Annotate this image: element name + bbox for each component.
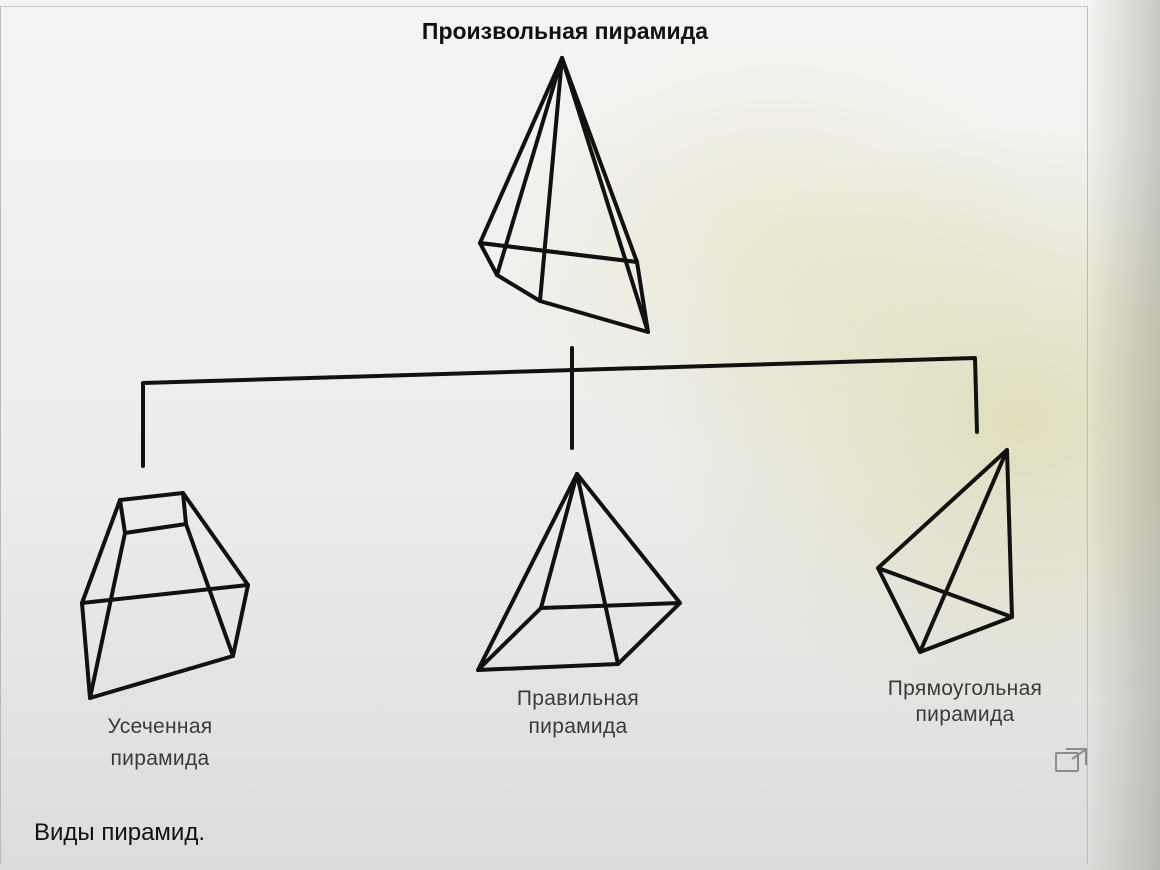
truncated-label-line-2: пирамида — [110, 747, 210, 770]
truncated-pyramid-drawing — [80, 491, 250, 700]
regular-label-line-2: пирамида — [528, 715, 628, 738]
figure-caption: Виды пирамид. — [34, 819, 206, 846]
connector-lines — [141, 346, 979, 468]
rectangular-label-line-2: пирамида — [915, 703, 1015, 726]
expand-icon[interactable] — [1052, 745, 1092, 777]
arbitrary-pyramid-drawing — [478, 56, 650, 334]
screen-edge-shadow — [1088, 0, 1160, 870]
regular-label-line-1: Правильная — [516, 687, 640, 710]
rectangular-pyramid-label: Прямоугольная пирамида — [850, 676, 1080, 728]
rectangular-label-line-1: Прямоугольная — [887, 677, 1043, 700]
rectangular-pyramid-drawing — [876, 448, 1014, 654]
diagram-title: Произвольная пирамида — [421, 18, 709, 44]
truncated-pyramid-label: Усеченная пирамида — [60, 714, 260, 772]
figure-frame — [0, 6, 1088, 864]
regular-pyramid-label: Правильная пирамида — [468, 686, 688, 740]
truncated-label-line-1: Усеченная — [107, 715, 213, 738]
regular-pyramid-drawing — [476, 472, 682, 672]
